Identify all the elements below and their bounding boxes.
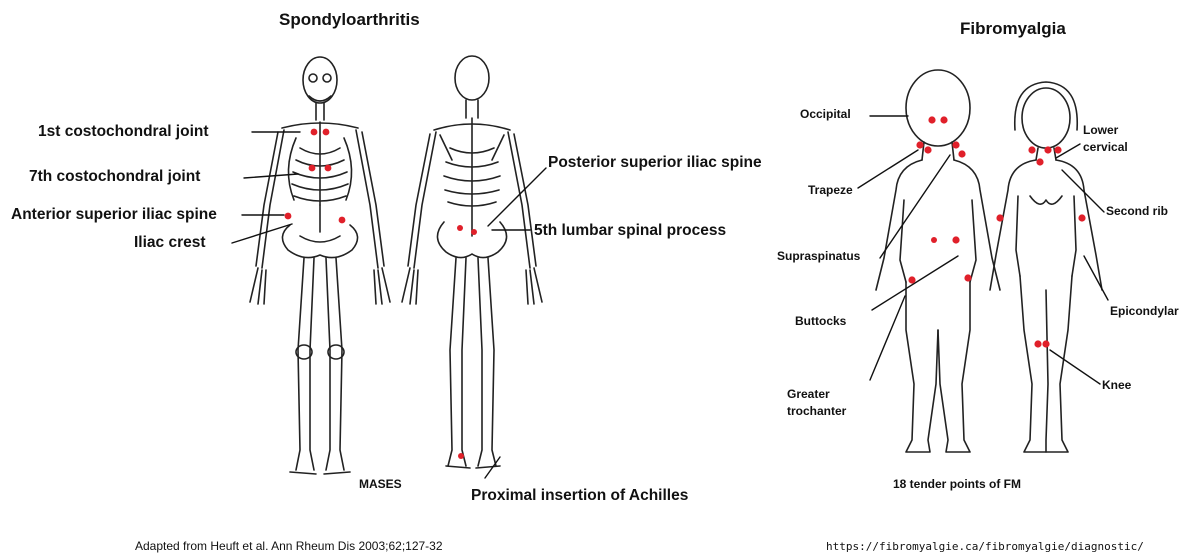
label-knee: Knee [1102,377,1131,394]
label-costo7: 7th costochondral joint [29,169,200,185]
front-skeleton [250,57,390,474]
point-costo1-right [323,129,330,136]
point-costo1-left [311,129,318,136]
label-occipital: Occipital [800,106,851,123]
point-costo7-right [325,165,332,172]
point-costo7-left [309,165,316,172]
label-achilles: Proximal insertion of Achilles [471,488,688,504]
point-occipital-right [940,116,947,123]
fm-caption: 18 tender points of FM [893,478,1021,490]
fm-source-url: https://fibromyalgie.ca/fibromyalgie/dia… [826,541,1144,552]
point-occipital-left [928,116,935,123]
label-trapeze: Trapeze [808,182,853,199]
label-buttocks: Buttocks [795,313,846,330]
label-supraspinatus: Supraspinatus [777,248,860,265]
point-lower-cervical [1036,158,1043,165]
point-psis [457,225,463,231]
point-achilles [458,453,464,459]
point-asis-left [285,213,292,220]
leader-lines-right [858,116,1108,384]
fm-title: Fibromyalgia [960,20,1066,37]
label-asis: Anterior superior iliac spine [11,207,217,223]
label-epicondylar: Epicondylar [1110,303,1179,320]
back-skeleton [402,56,542,468]
spa-citation: Adapted from Heuft et al. Ann Rheum Dis … [135,540,443,552]
label-lower-cervical: Lower cervical [1083,122,1128,157]
label-psis: Posterior superior iliac spine [548,155,762,171]
spa-title: Spondyloarthritis [279,11,420,28]
label-second-rib: Second rib [1106,203,1168,220]
label-mases: MASES [359,478,402,490]
point-lumbar5 [471,229,477,235]
label-costo1: 1st costochondral joint [38,124,209,140]
leader-lines-left [232,132,546,478]
label-iliac-crest: Iliac crest [134,235,206,251]
point-asis-right [339,217,346,224]
label-lumbar5: 5th lumbar spinal process [534,223,726,239]
label-greater-trochanter: Greater trochanter [787,386,846,421]
fm-back-figure [876,70,1000,452]
